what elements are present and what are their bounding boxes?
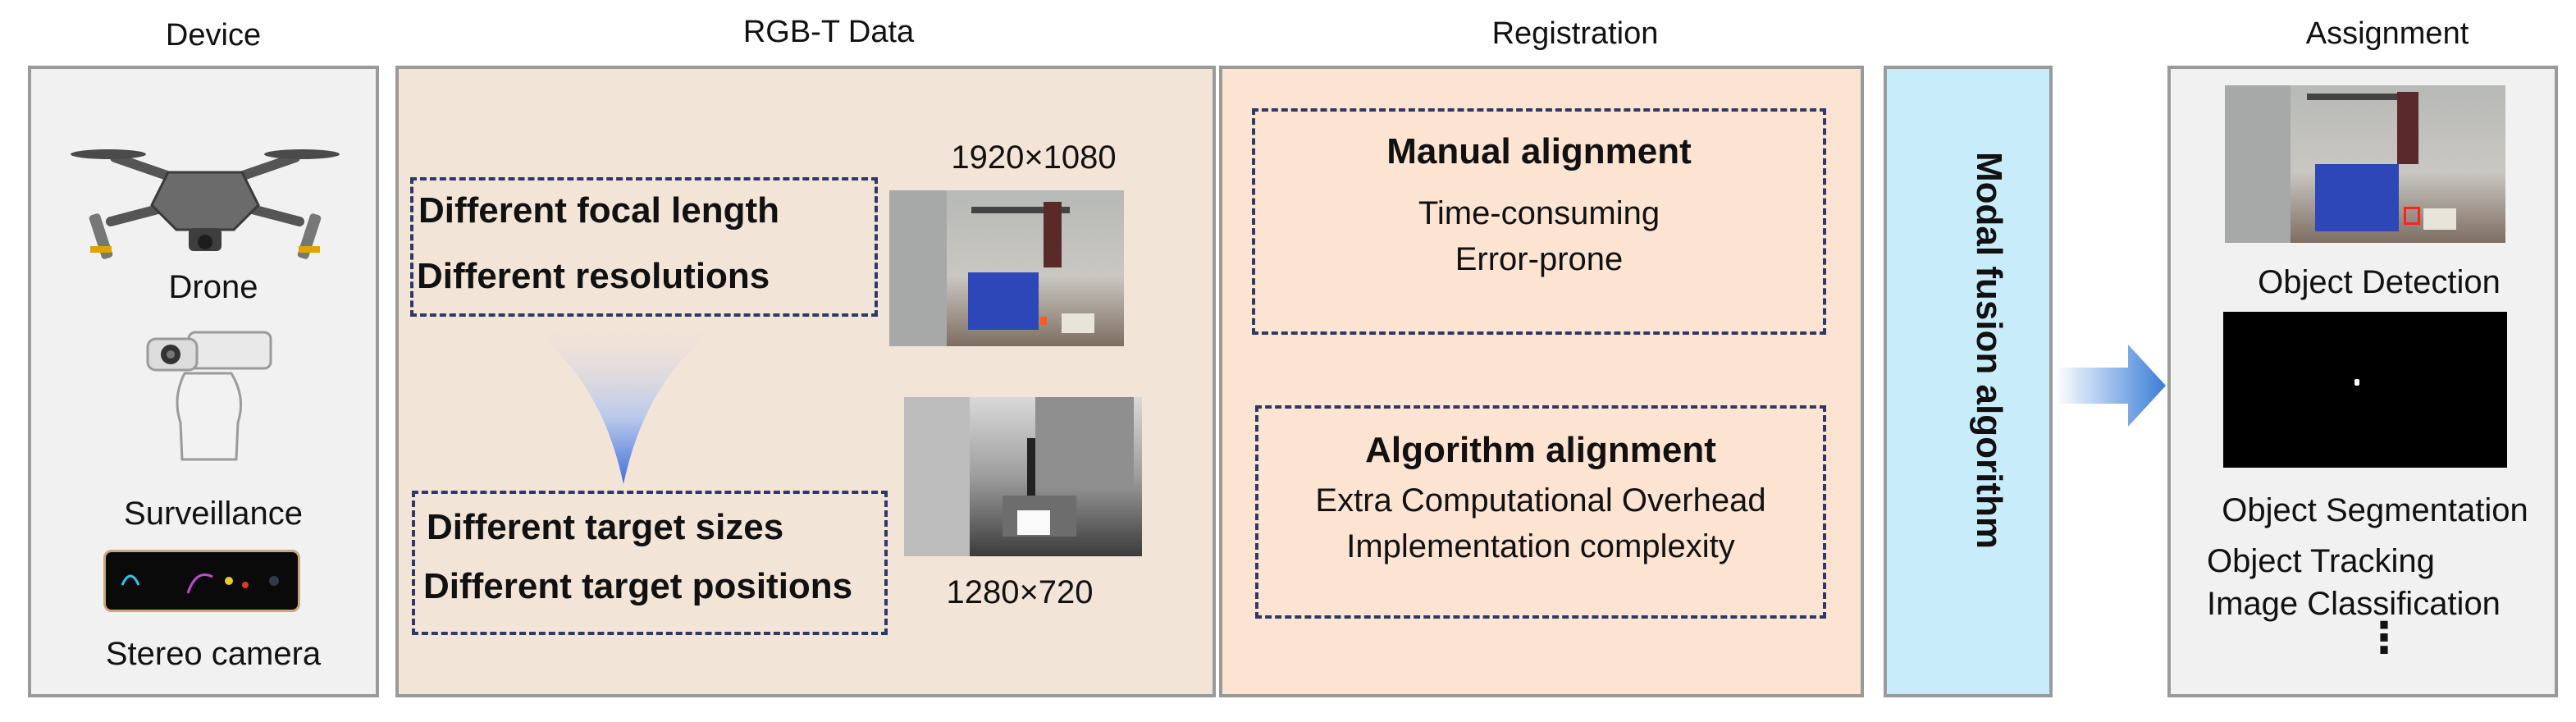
algorithm-alignment-line-2: Implementation complexity	[1346, 528, 1735, 564]
surveillance-camera-image	[146, 331, 272, 461]
algorithm-alignment-box	[1255, 405, 1826, 619]
algorithm-alignment-heading: Algorithm alignment	[1365, 430, 1716, 470]
rgbt-top-box	[410, 177, 878, 317]
rgb-image	[889, 190, 1124, 346]
device-label-stereo-camera: Stereo camera	[105, 636, 322, 672]
thermal-image	[904, 397, 1142, 556]
rgbt-top-line-1: Different focal length	[418, 190, 780, 231]
rgbt-bottom-line-2: Different target positions	[423, 566, 853, 606]
fusion-label: Modal fusion algorithm	[1969, 152, 2009, 549]
manual-alignment-line-1: Time-consuming	[1418, 195, 1660, 231]
arrow-right-icon	[2056, 345, 2166, 427]
rgb-resolution: 1920×1080	[951, 139, 1117, 176]
rgbt-title: RGB-T Data	[742, 15, 915, 49]
device-label-surveillance: Surveillance	[124, 496, 303, 532]
fusion-panel	[1884, 66, 2053, 697]
registration-title: Registration	[1491, 16, 1659, 51]
more-tasks-ellipsis: ⋮	[2363, 615, 2405, 662]
manual-alignment-heading: Manual alignment	[1386, 131, 1692, 171]
device-title: Device	[165, 18, 262, 53]
task-object-segmentation: Object Segmentation	[2222, 492, 2528, 528]
manual-alignment-box	[1252, 108, 1826, 335]
rgbt-top-line-2: Different resolutions	[417, 256, 770, 296]
task-image-classification: Image Classification	[2207, 586, 2501, 622]
algorithm-alignment-line-1: Extra Computational Overhead	[1315, 482, 1766, 519]
rgbt-bottom-box	[412, 491, 888, 635]
manual-alignment-line-2: Error-prone	[1455, 241, 1624, 277]
assignment-title: Assignment	[2305, 16, 2469, 51]
thermal-resolution: 1280×720	[946, 574, 1094, 610]
segmentation-image	[2223, 312, 2507, 468]
task-object-tracking: Object Tracking	[2207, 543, 2435, 579]
detection-image	[2225, 85, 2505, 243]
rgbt-panel	[395, 66, 1216, 697]
task-object-detection: Object Detection	[2258, 264, 2501, 300]
device-label-drone: Drone	[168, 269, 258, 305]
rgbt-bottom-line-1: Different target sizes	[427, 507, 784, 547]
registration-panel	[1219, 66, 1864, 697]
funnel-shape	[517, 320, 730, 484]
stereo-camera-image	[103, 550, 300, 612]
drone-image	[71, 149, 340, 259]
